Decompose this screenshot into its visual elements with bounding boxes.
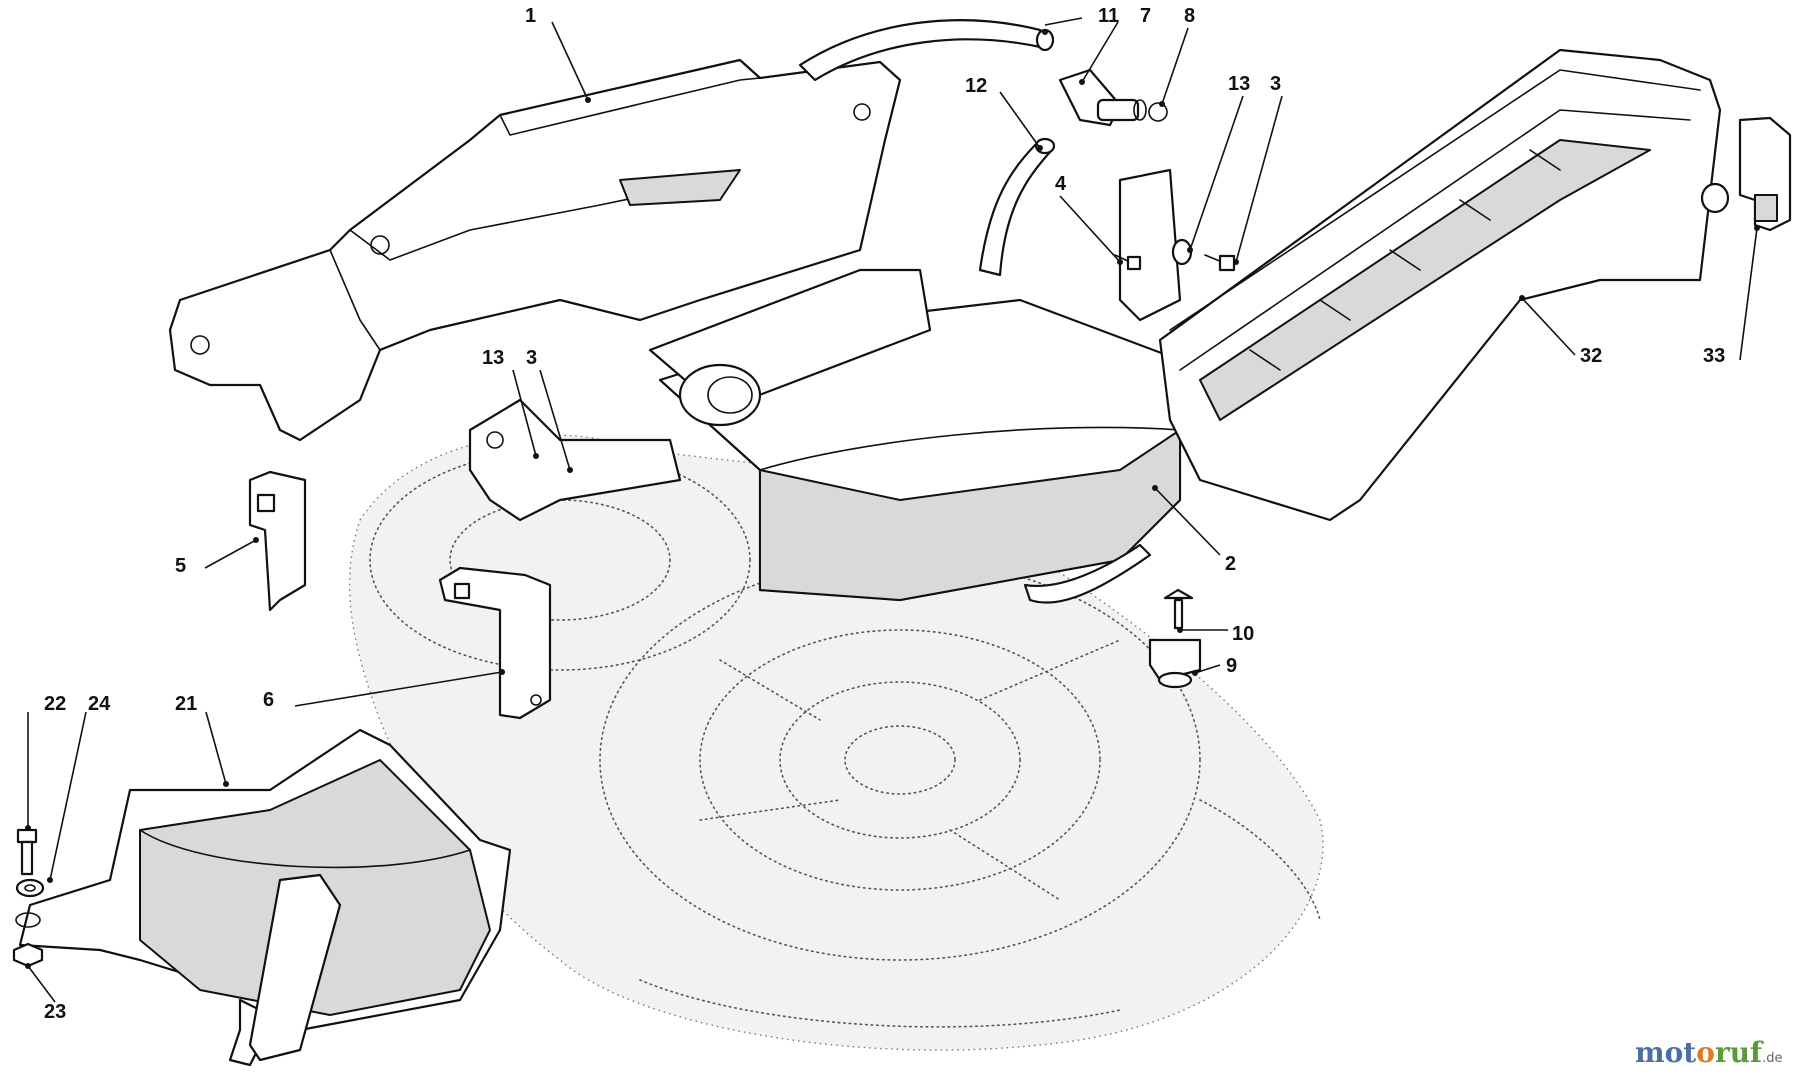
- callout-13-lower: 13: [482, 347, 504, 369]
- callout-4: 4: [1055, 173, 1067, 195]
- watermark-part-2: o: [1696, 1036, 1715, 1069]
- callout-10: 10: [1232, 623, 1254, 645]
- callout-11: 11: [1098, 5, 1119, 27]
- callout-2: 2: [1225, 553, 1236, 575]
- watermark-motoruf: motoruf.de: [1635, 1036, 1782, 1069]
- part-6-bracket: [438, 566, 552, 720]
- watermark-part-1: mot: [1635, 1036, 1696, 1069]
- callout-24: 24: [88, 693, 111, 715]
- hose-assembly: [798, 19, 1202, 689]
- callout-3-lower: 3: [526, 347, 537, 369]
- callout-labels: 1 11 7 8 12 13 3 4 32 33 13 3 5 2 10 9 6…: [44, 5, 1725, 1023]
- part-32-side-chute: [1158, 48, 1722, 522]
- watermark-part-3: ruf: [1715, 1036, 1764, 1069]
- callout-7: 7: [1140, 5, 1151, 27]
- callout-33: 33: [1703, 345, 1725, 367]
- callout-5: 5: [175, 555, 186, 577]
- part-21-deflector: [15, 728, 512, 1067]
- hardware-22-24-23: [12, 828, 45, 968]
- part-2-rear-housing: [648, 168, 1182, 602]
- callout-32: 32: [1580, 345, 1602, 367]
- part-5-plate: [248, 470, 307, 612]
- callout-9: 9: [1226, 655, 1237, 677]
- callout-6: 6: [263, 689, 274, 711]
- leader-lines: [25, 17, 1760, 1003]
- part-33-clip: [1700, 116, 1792, 232]
- callout-23: 23: [44, 1001, 66, 1023]
- part-1-upper-frame: [168, 58, 902, 442]
- front-bracket: [468, 398, 682, 522]
- callout-3-upper: 3: [1270, 73, 1281, 95]
- callout-8: 8: [1184, 5, 1195, 27]
- callout-22: 22: [44, 693, 66, 715]
- watermark-part-4: .de: [1762, 1051, 1782, 1066]
- callout-21: 21: [175, 693, 197, 715]
- callout-12: 12: [965, 75, 987, 97]
- callout-1: 1: [525, 5, 536, 27]
- callout-13-upper: 13: [1228, 73, 1250, 95]
